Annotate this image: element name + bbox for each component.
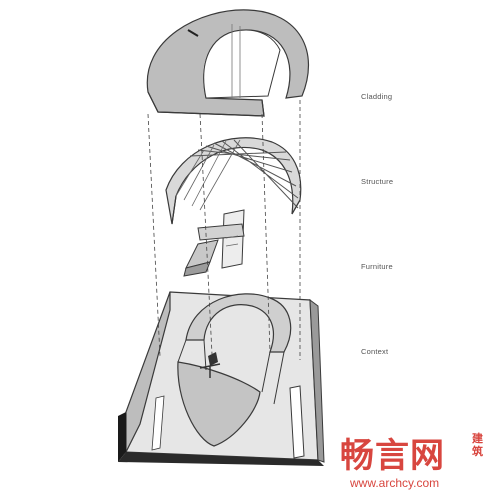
layer-label-structure: Structure [361,177,394,186]
structure-ribs [165,137,302,225]
watermark-url: www.archcy.com [350,476,440,490]
context-room [118,291,325,466]
cladding-shell [146,9,310,117]
furniture-pieces [183,209,245,277]
watermark-logo-text: 畅言网 [340,436,445,476]
layer-label-context: Context [361,347,389,356]
layer-label-furniture: Furniture [361,262,393,271]
layer-label-cladding: Cladding [361,92,393,101]
watermark: 畅言网 建筑 www.archcy.com [336,426,496,496]
watermark-side-text: 建筑 [472,432,483,458]
alignment-guides [147,100,301,360]
